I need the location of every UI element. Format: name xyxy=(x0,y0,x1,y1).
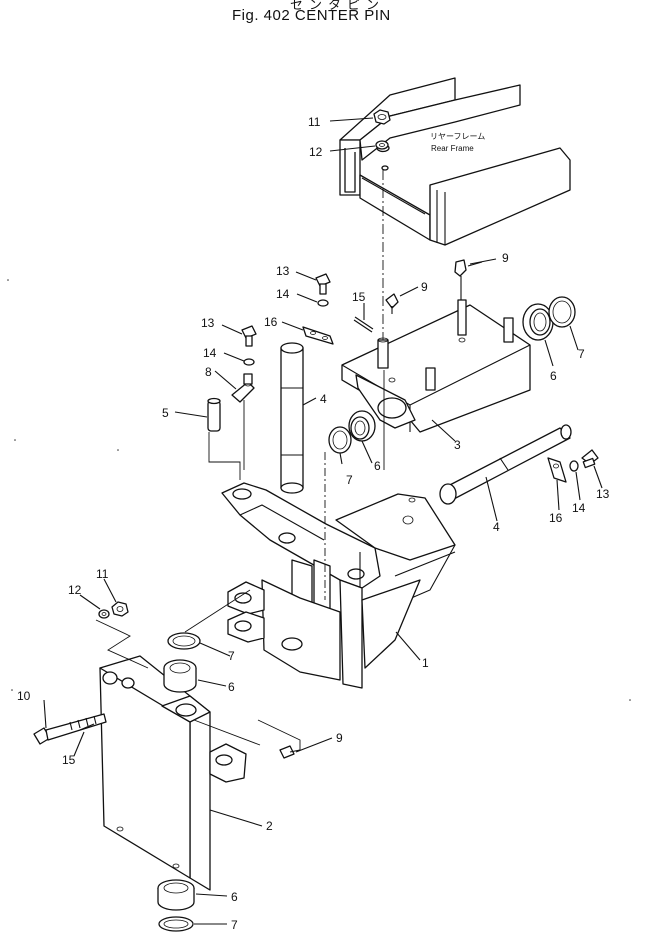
callout-13-c: 13 xyxy=(596,487,610,501)
callout-9-b: 9 xyxy=(421,280,428,294)
seal-bottom xyxy=(157,879,195,911)
callout-13-b: 13 xyxy=(201,316,215,330)
callout-16-a: 16 xyxy=(264,315,278,329)
seal-right xyxy=(522,303,554,341)
callout-9-c: 9 xyxy=(336,731,343,745)
callout-11-bot: 11 xyxy=(96,567,109,581)
callout-12-top: 12 xyxy=(309,145,323,159)
pin-b xyxy=(79,723,95,731)
callout-6-b: 6 xyxy=(550,369,557,383)
bracket-8 xyxy=(231,373,255,403)
grease-fitting-a xyxy=(385,293,399,314)
washer-a xyxy=(317,299,329,307)
callout-16-b: 16 xyxy=(549,511,563,525)
callout-labels: 11 12 9 9 13 14 15 16 13 14 8 5 4 7 6 3 … xyxy=(17,115,610,932)
pin-a xyxy=(353,319,373,333)
bolt-a xyxy=(315,273,331,295)
callout-14-a: 14 xyxy=(276,287,290,301)
washer-c xyxy=(569,460,579,472)
center-pin-vertical xyxy=(280,342,304,494)
callout-3: 3 xyxy=(454,438,461,452)
frame-label-japanese: リヤーフレーム xyxy=(430,132,485,141)
callout-6-c: 6 xyxy=(228,680,235,694)
bolt-10 xyxy=(33,713,107,745)
callout-4-b: 4 xyxy=(493,520,500,534)
washer-top xyxy=(375,140,389,150)
ring-lower xyxy=(167,632,201,650)
grease-fitting-c xyxy=(279,745,301,759)
callout-2: 2 xyxy=(266,819,273,833)
callout-7-a: 7 xyxy=(346,473,353,487)
callout-7-c: 7 xyxy=(228,649,235,663)
nut-top xyxy=(373,109,391,125)
seal-lower-top xyxy=(163,659,197,693)
callout-8: 8 xyxy=(205,365,212,379)
callout-9-a: 9 xyxy=(502,251,509,265)
title-japanese: センタピン xyxy=(290,0,386,12)
callout-1: 1 xyxy=(422,656,429,670)
callout-14-b: 14 xyxy=(203,346,217,360)
rear-bracket xyxy=(99,655,247,891)
callout-6-d: 6 xyxy=(231,890,238,904)
center-pin-horizontal xyxy=(439,424,572,505)
callout-6-a: 6 xyxy=(374,459,381,473)
callout-15-b: 15 xyxy=(62,753,76,767)
washer-b xyxy=(243,358,255,366)
grease-fitting-b xyxy=(454,259,467,300)
front-frame-bracket xyxy=(221,482,456,689)
frame-label-english: Rear Frame xyxy=(431,144,474,153)
callout-12-bot: 12 xyxy=(68,583,82,597)
callout-15-a: 15 xyxy=(352,290,366,304)
seal-mid xyxy=(348,410,376,442)
figure-title: Fig. 402 CENTER PIN xyxy=(232,7,391,24)
callout-5: 5 xyxy=(162,406,169,420)
lock-plate-b xyxy=(547,457,567,483)
pin-5 xyxy=(207,397,221,432)
scan-speckles xyxy=(7,279,631,701)
callout-11-top: 11 xyxy=(308,115,321,129)
nut-lower xyxy=(111,601,129,617)
ring-bottom xyxy=(158,916,194,932)
callout-7-b: 7 xyxy=(578,347,585,361)
ring-mid xyxy=(328,426,352,454)
callout-13-a: 13 xyxy=(276,264,290,278)
ring-right xyxy=(548,296,576,328)
rear-frame xyxy=(339,77,571,246)
callout-14-c: 14 xyxy=(572,501,586,515)
callout-10: 10 xyxy=(17,689,31,703)
washer-lower xyxy=(98,609,110,619)
callout-7-d: 7 xyxy=(231,918,238,932)
leader-lines xyxy=(43,117,603,925)
callout-4-a: 4 xyxy=(320,392,327,406)
bearing-block xyxy=(341,299,531,433)
bolt-b xyxy=(241,325,257,347)
bolt-c xyxy=(581,449,599,469)
lock-plate-a xyxy=(302,326,334,345)
assembly-line-pin5 xyxy=(208,432,241,480)
